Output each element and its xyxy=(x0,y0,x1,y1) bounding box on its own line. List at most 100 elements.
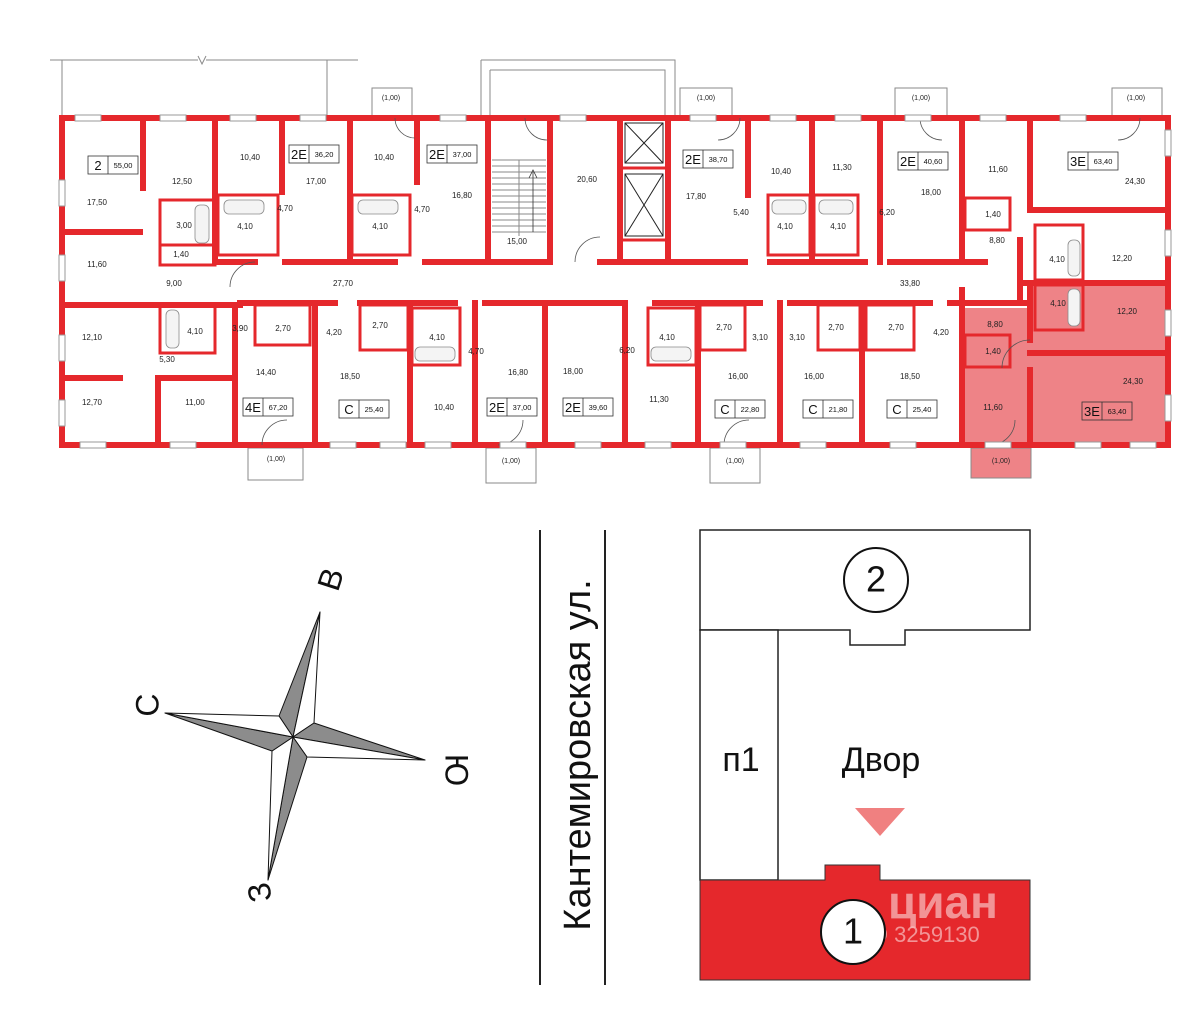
window xyxy=(719,441,747,449)
apartment-area: 36,20 xyxy=(315,150,334,159)
bathroom-walls xyxy=(158,166,1085,369)
apartment-type: 4Е xyxy=(245,400,261,415)
room-area: 4,10 xyxy=(429,333,445,342)
window xyxy=(58,179,66,207)
room-area: 2,70 xyxy=(275,324,291,333)
window xyxy=(559,114,587,122)
street: Кантемировская ул. xyxy=(539,530,606,985)
window xyxy=(299,114,327,122)
room-area: 15,00 xyxy=(507,237,528,246)
balcony-area: (1,00) xyxy=(697,95,715,102)
balcony xyxy=(679,87,733,119)
bathtub-icon xyxy=(650,346,692,362)
section-label: п1 xyxy=(722,741,759,779)
window xyxy=(1129,441,1157,449)
room-area: 2,70 xyxy=(716,323,732,332)
window xyxy=(834,114,862,122)
window xyxy=(229,114,257,122)
room-area: 14,40 xyxy=(256,368,277,377)
balcony xyxy=(247,447,304,481)
apartment-label: 3Е 63,40 xyxy=(1067,151,1119,171)
apartment-label: 2Е 37,00 xyxy=(426,144,478,164)
window xyxy=(424,441,452,449)
room-area: 5,30 xyxy=(159,355,175,364)
terrace-outline xyxy=(50,55,676,118)
apartment-label: 2 55,00 xyxy=(87,155,139,175)
balcony-area: (1,00) xyxy=(1127,95,1145,102)
apartment-label: 2Е 38,70 xyxy=(682,149,734,169)
site-plan: циан ID 3259130 2 1 п1 Двор xyxy=(699,529,1031,981)
room-area: 4,10 xyxy=(237,222,253,231)
apartment-label: 4Е 67,20 xyxy=(242,397,294,417)
compass-rose xyxy=(164,611,426,881)
room-labels: 17,50 12,50 3,00 1,40 11,60 9,00 10,40 1… xyxy=(82,153,1146,412)
room-area: 4,70 xyxy=(277,204,293,213)
balcony-area: (1,00) xyxy=(502,458,520,465)
apartment-area: 40,60 xyxy=(924,157,943,166)
room-area: 10,40 xyxy=(374,153,395,162)
balcony xyxy=(894,87,948,119)
balcony-area: (1,00) xyxy=(912,95,930,102)
room-area: 16,00 xyxy=(728,372,749,381)
apartment-area: 37,00 xyxy=(513,403,532,412)
window xyxy=(74,114,102,122)
window xyxy=(499,441,527,449)
room-area: 2,70 xyxy=(888,323,904,332)
room-area: 4,10 xyxy=(372,222,388,231)
bathtub-icon xyxy=(1067,288,1081,327)
room-area: 4,10 xyxy=(830,222,846,231)
room-area: 3,10 xyxy=(789,333,805,342)
apartment-area: 37,00 xyxy=(453,150,472,159)
window xyxy=(329,441,357,449)
compass-north: С xyxy=(129,693,165,716)
window xyxy=(984,441,1012,449)
room-area: 4,20 xyxy=(933,328,949,337)
apartment-type: 2Е xyxy=(489,400,505,415)
room-area: 18,00 xyxy=(921,188,942,197)
yard-label: Двор xyxy=(842,741,921,779)
bathtub-icon xyxy=(414,346,456,362)
balcony xyxy=(709,447,761,484)
room-area: 10,40 xyxy=(434,403,455,412)
window xyxy=(379,441,407,449)
lift-shaft xyxy=(624,173,664,237)
apartment-area: 39,60 xyxy=(589,403,608,412)
building-1-number: 1 xyxy=(843,911,863,952)
room-area: 10,40 xyxy=(771,167,792,176)
apartment-type: 2Е xyxy=(685,152,701,167)
room-area: 12,70 xyxy=(82,398,103,407)
room-area: 12,20 xyxy=(1112,254,1133,263)
window xyxy=(1164,394,1172,422)
room-area: 6,20 xyxy=(879,208,895,217)
watermark-brand: циан xyxy=(888,876,998,928)
room-area: 2,70 xyxy=(372,321,388,330)
apartment-labels: 2 55,00 2Е 36,20 2Е 37,00 2Е 38,70 2Е 40… xyxy=(87,144,1133,421)
apartment-area: 22,80 xyxy=(741,405,760,414)
balcony-area: (1,00) xyxy=(726,458,744,465)
room-area: 3,00 xyxy=(176,221,192,230)
compass-west: З xyxy=(240,880,279,905)
apartment-type: 2Е xyxy=(291,147,307,162)
window xyxy=(689,114,717,122)
room-area: 20,60 xyxy=(577,175,598,184)
window xyxy=(1164,309,1172,337)
room-area: 9,00 xyxy=(166,279,182,288)
window xyxy=(1074,441,1102,449)
selected-balcony xyxy=(970,447,1032,479)
room-area: 5,40 xyxy=(733,208,749,217)
room-area: 17,80 xyxy=(686,192,707,201)
apartment-area: 25,40 xyxy=(913,405,932,414)
apartment-label: С 25,40 xyxy=(886,399,938,419)
room-area: 4,10 xyxy=(659,333,675,342)
compass-east: В xyxy=(310,564,351,595)
window xyxy=(1164,229,1172,257)
room-area: 1,40 xyxy=(173,250,189,259)
apartment-area: 67,20 xyxy=(269,403,288,412)
apartment-type: С xyxy=(892,402,901,417)
bathtub-icon xyxy=(223,199,265,215)
street-name: Кантемировская ул. xyxy=(557,579,599,930)
room-area: 10,40 xyxy=(240,153,261,162)
window xyxy=(799,441,827,449)
window xyxy=(58,334,66,362)
balcony-area: (1,00) xyxy=(992,458,1010,465)
